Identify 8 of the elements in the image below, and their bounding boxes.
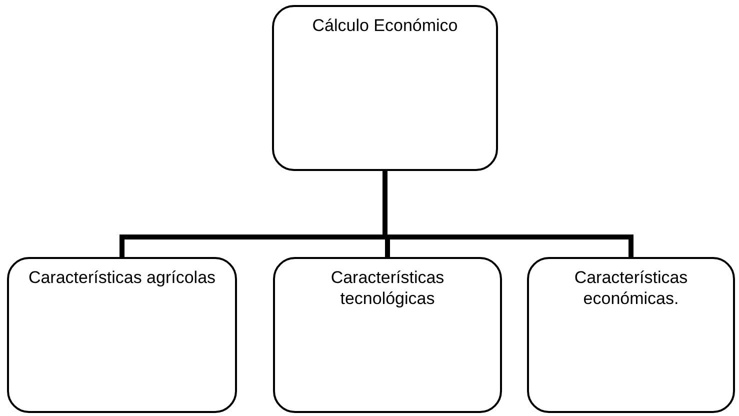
rounded-box (273, 257, 502, 413)
rounded-box (7, 257, 237, 413)
box-label: Características económicas. (573, 267, 689, 309)
box-label: Características tecnológicas (330, 267, 446, 309)
rounded-box (527, 257, 735, 413)
rounded-box (272, 5, 498, 171)
box-label: Cálculo Económico (312, 15, 458, 36)
box-label: Características agrícolas (28, 267, 216, 288)
